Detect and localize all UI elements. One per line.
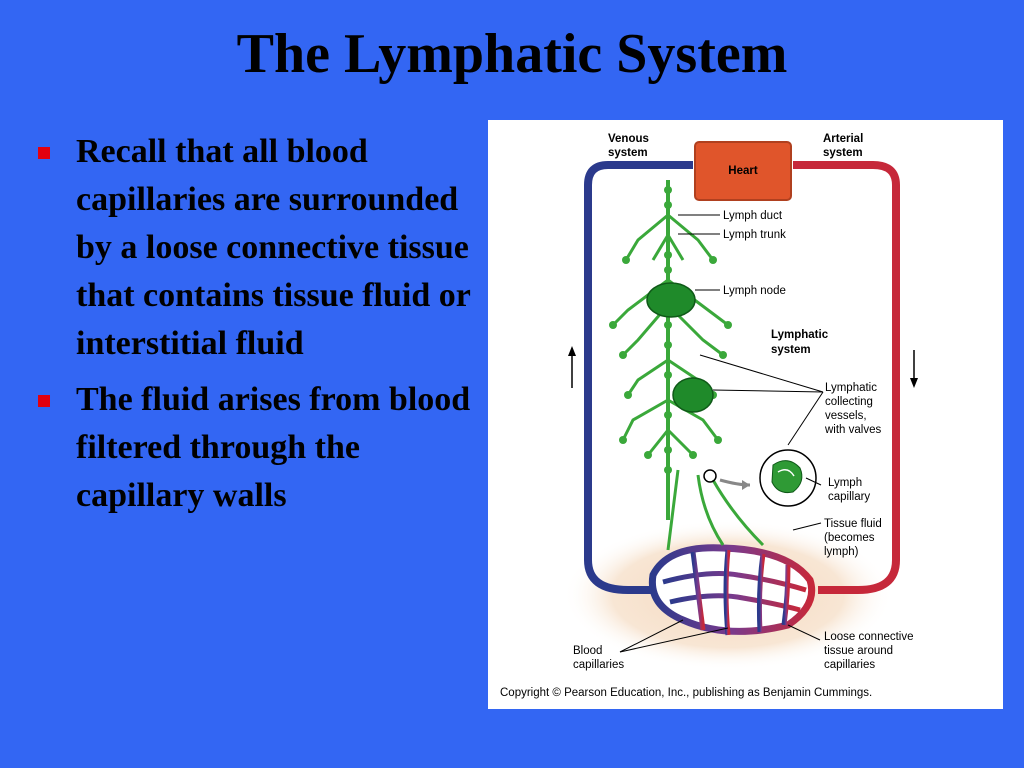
heart-label: Heart bbox=[728, 165, 758, 177]
lymph-duct-label: Lymph duct bbox=[723, 210, 783, 222]
arterial-flow-arrow bbox=[910, 350, 918, 388]
lymph-node-lower bbox=[672, 377, 714, 413]
collecting-label-3: vessels, bbox=[825, 410, 867, 422]
collecting-label-2: collecting bbox=[825, 396, 873, 408]
bullet-list: Recall that all blood capillaries are su… bbox=[36, 128, 476, 528]
tissue-fluid-label-3: lymph) bbox=[824, 546, 859, 558]
venous-vessel bbox=[584, 161, 693, 594]
diagram-svg: Heart bbox=[500, 133, 918, 699]
arterial-vessel bbox=[793, 161, 900, 594]
lymphatic-system-label-1: Lymphatic bbox=[771, 329, 829, 341]
venous-label-1: Venous bbox=[608, 133, 649, 145]
blood-capillaries-label-1: Blood bbox=[573, 645, 602, 657]
slide-title: The Lymphatic System bbox=[236, 23, 788, 85]
arterial-label-2: system bbox=[823, 147, 863, 159]
venous-label-2: system bbox=[608, 147, 648, 159]
bullet-text: Recall that all blood capillaries are su… bbox=[76, 133, 471, 362]
bullet-item: The fluid arises from blood filtered thr… bbox=[36, 376, 476, 520]
lymph-capillary-label-1: Lymph bbox=[828, 477, 862, 489]
bullet-square-icon bbox=[38, 395, 50, 407]
arterial-label-1: Arterial bbox=[823, 133, 863, 145]
loose-tissue-label-1: Loose connective bbox=[824, 631, 914, 643]
tissue-fluid-label-1: Tissue fluid bbox=[824, 518, 882, 530]
blood-capillaries-label-2: capillaries bbox=[573, 659, 624, 671]
bullet-square-icon bbox=[38, 147, 50, 159]
copyright-text: Copyright © Pearson Education, Inc., pub… bbox=[500, 687, 872, 699]
lymph-capillary-magnified bbox=[703, 449, 817, 507]
collecting-label-4: with valves bbox=[824, 424, 881, 436]
collecting-label-1: Lymphatic bbox=[825, 382, 877, 394]
loose-tissue-label-3: capillaries bbox=[824, 659, 875, 671]
bullet-item: Recall that all blood capillaries are su… bbox=[36, 128, 476, 368]
loose-tissue-label-2: tissue around bbox=[824, 645, 893, 657]
lymphatic-diagram: Heart bbox=[488, 120, 1003, 709]
heart-shape bbox=[694, 141, 792, 201]
pointer-lines bbox=[619, 214, 824, 653]
lymph-node-label: Lymph node bbox=[723, 285, 786, 297]
lymph-capillary-label-2: capillary bbox=[828, 491, 870, 503]
venous-flow-arrow bbox=[568, 346, 576, 388]
lymphatic-system-label-2: system bbox=[771, 344, 811, 356]
lymph-trunk-label: Lymph trunk bbox=[723, 229, 786, 241]
tissue-fluid-label-2: (becomes bbox=[824, 532, 875, 544]
bullet-text: The fluid arises from blood filtered thr… bbox=[76, 381, 471, 514]
lymphatic-vessel-tree bbox=[609, 180, 732, 520]
lymph-node-upper bbox=[646, 282, 696, 318]
